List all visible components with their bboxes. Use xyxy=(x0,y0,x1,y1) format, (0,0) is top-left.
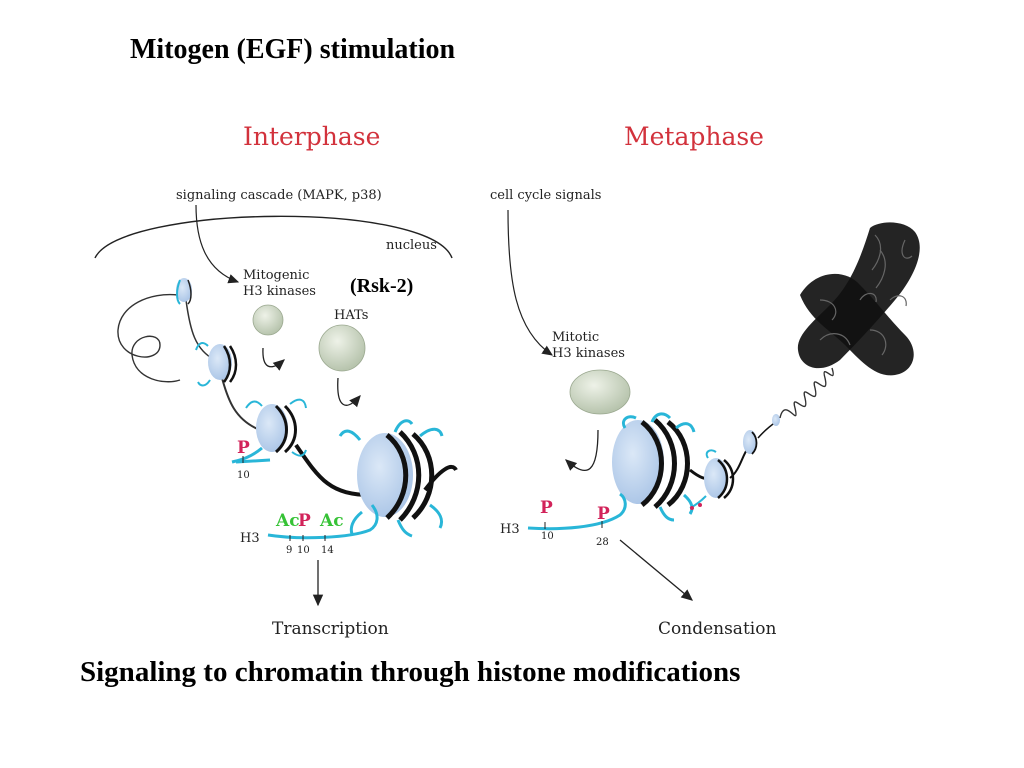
position-10-interphase: 10 xyxy=(237,470,250,481)
phospho-mark-10: P xyxy=(298,511,311,531)
slide-caption: Signaling to chromatin through histone m… xyxy=(80,656,741,688)
dna-strand-2 xyxy=(221,377,261,431)
interphase-title: Interphase xyxy=(243,122,381,151)
chromatin-coil xyxy=(779,367,834,419)
nucleus-label: nucleus xyxy=(386,238,437,253)
interphase-panel xyxy=(94,204,458,607)
nucleosome-metaphase-tiny xyxy=(772,414,780,426)
h3-tail-top xyxy=(235,458,271,464)
hat-enzyme xyxy=(318,324,366,372)
condensation-label: Condensation xyxy=(658,619,777,639)
metaphase-title: Metaphase xyxy=(624,122,764,151)
mitotic-action-arrow xyxy=(565,429,599,471)
phospho-mark-m28: P xyxy=(597,504,610,524)
nucleosome-medium xyxy=(195,342,238,387)
nucleus-boundary xyxy=(94,215,453,259)
h3-label-metaphase: H3 xyxy=(500,522,520,537)
nucleosome-large-1 xyxy=(231,398,307,464)
mitotic-kinase-enzyme xyxy=(569,369,631,415)
acetyl-mark-14: Ac xyxy=(320,511,344,531)
nucleosome-large-2 xyxy=(338,419,444,538)
signaling-cascade-label: signaling cascade (MAPK, p38) xyxy=(176,188,382,203)
rsk2-label: (Rsk-2) xyxy=(350,275,414,297)
nucleosome-metaphase-large xyxy=(612,412,696,522)
slide-title: Mitogen (EGF) stimulation xyxy=(130,34,456,65)
position-m10: 10 xyxy=(541,531,554,542)
position-10: 10 xyxy=(297,545,310,556)
metaphase-panel xyxy=(507,209,920,601)
mitogenic-kinase-label: Mitogenic H3 kinases xyxy=(243,268,316,299)
nucleosome-metaphase-medium xyxy=(689,449,735,509)
kinase-action-arrow xyxy=(262,347,285,371)
h3-label-interphase: H3 xyxy=(240,531,260,546)
h3-tail-metaphase xyxy=(527,492,627,531)
acetyl-mark-9: Ac xyxy=(276,511,300,531)
signaling-arrow xyxy=(195,204,240,284)
condensed-chromosome xyxy=(797,222,920,376)
cell-cycle-signals-label: cell cycle signals xyxy=(490,188,602,203)
position-14: 14 xyxy=(321,545,334,556)
cell-cycle-arrow xyxy=(507,209,553,356)
hat-action-arrow xyxy=(337,377,361,408)
mitogenic-kinase-enzyme xyxy=(252,304,284,336)
nucleosome-small xyxy=(176,278,192,305)
position-9: 9 xyxy=(286,545,293,556)
mitotic-kinase-label: Mitotic H3 kinases xyxy=(552,330,625,361)
transcription-label: Transcription xyxy=(272,619,389,639)
phospho-mark-interphase: P xyxy=(237,438,250,458)
phospho-mark-m10: P xyxy=(540,498,553,518)
nucleosome-metaphase-small xyxy=(743,430,758,455)
hats-label: HATs xyxy=(334,308,369,323)
h3-tail-bottom xyxy=(267,504,379,540)
position-m28: 28 xyxy=(596,537,609,548)
condensation-arrow xyxy=(619,539,693,601)
dna-loop xyxy=(117,293,181,383)
